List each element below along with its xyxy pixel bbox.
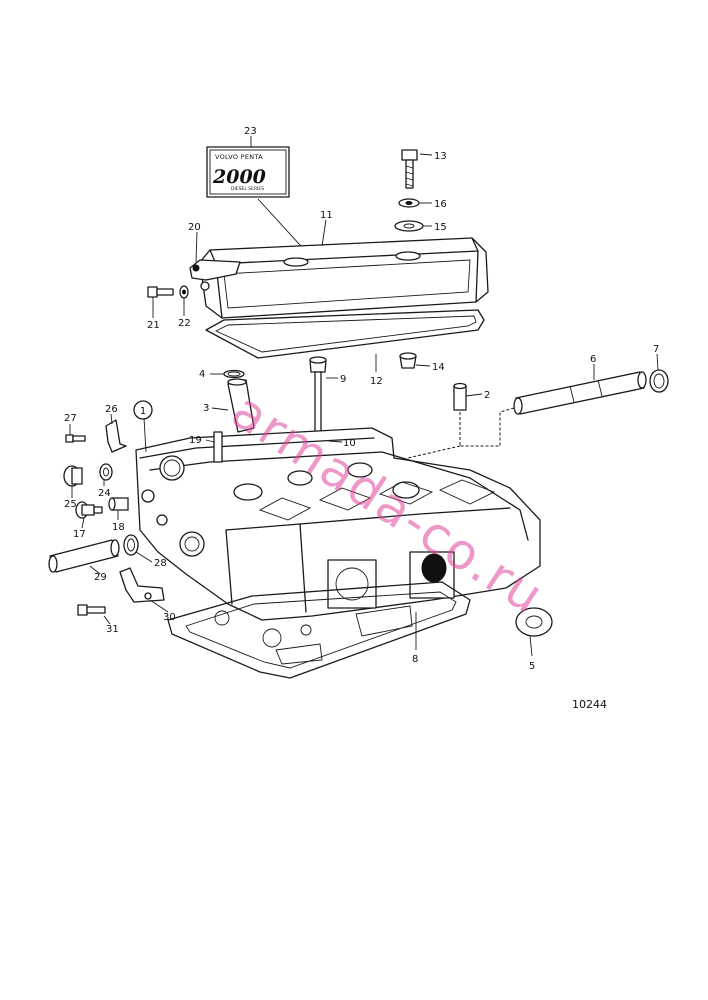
washer-16 xyxy=(398,198,420,208)
bracket-30 xyxy=(119,567,165,603)
callout-22: 22 xyxy=(178,318,191,329)
callout-25: 25 xyxy=(64,499,77,510)
callout-10: 10 xyxy=(343,438,356,449)
sensor-17 xyxy=(75,501,103,519)
sleeve-14 xyxy=(399,352,417,369)
tube-6 xyxy=(513,371,647,415)
badge-line3: DIESEL SERIES xyxy=(231,186,264,192)
head-gasket xyxy=(167,581,471,679)
callout-29: 29 xyxy=(94,572,107,583)
callout-5: 5 xyxy=(529,661,535,672)
pin-19 xyxy=(213,431,223,463)
dowel-2 xyxy=(453,382,467,411)
plug-5 xyxy=(515,607,553,637)
callout-20: 20 xyxy=(188,222,201,233)
callout-19: 19 xyxy=(189,435,202,446)
cylinder-head xyxy=(135,427,541,621)
callout-28: 28 xyxy=(154,558,167,569)
callout-4: 4 xyxy=(199,369,205,380)
bolt-31 xyxy=(77,604,106,616)
callout-30: 30 xyxy=(163,612,176,623)
figure-number: 10244 xyxy=(572,698,607,711)
callout-17: 17 xyxy=(73,529,86,540)
callout-31: 31 xyxy=(106,624,119,635)
callout-11: 11 xyxy=(320,210,333,221)
badge-plate: VOLVO PENTA 2000 DIESEL SERIES xyxy=(206,146,290,198)
callout-16: 16 xyxy=(434,199,447,210)
callout-13: 13 xyxy=(434,151,447,162)
o-ring-4 xyxy=(223,369,245,379)
dashed-assembly-line xyxy=(407,407,515,459)
callout-15: 15 xyxy=(434,222,447,233)
seal-ring-7 xyxy=(649,369,669,393)
callout-18: 18 xyxy=(112,522,125,533)
bolt-27 xyxy=(65,434,86,443)
callout-9: 9 xyxy=(340,374,346,385)
tube-29 xyxy=(48,539,120,573)
callout-labels: 1 2 3 4 5 6 7 8 9 10 11 12 13 14 15 16 1… xyxy=(64,126,659,672)
bolt-21 xyxy=(147,286,174,298)
callout-26: 26 xyxy=(105,404,118,415)
callout-24: 24 xyxy=(98,488,111,499)
washer-15 xyxy=(394,220,424,232)
callout-12: 12 xyxy=(370,376,383,387)
callout-8: 8 xyxy=(412,654,418,665)
badge-line2: 2000 xyxy=(212,166,266,188)
washer-24 xyxy=(99,463,113,481)
callout-23: 23 xyxy=(244,126,257,137)
callout-1: 1 xyxy=(140,406,146,417)
callout-2: 2 xyxy=(484,390,490,401)
valve-cover xyxy=(189,237,489,319)
callout-27: 27 xyxy=(64,413,77,424)
callout-14: 14 xyxy=(432,362,445,373)
badge-line1: VOLVO PENTA xyxy=(215,153,263,161)
callout-3: 3 xyxy=(203,403,209,414)
clip-26 xyxy=(105,419,127,453)
washer-22 xyxy=(179,285,189,299)
cover-bolt xyxy=(401,149,418,189)
callout-21: 21 xyxy=(147,320,160,331)
cover-gasket xyxy=(205,309,485,359)
seal-ring-28 xyxy=(123,534,139,556)
callout-7: 7 xyxy=(653,344,659,355)
plug-25 xyxy=(63,465,83,487)
fitting-18 xyxy=(108,497,129,511)
leader-lines xyxy=(69,153,659,657)
injector-sleeve-3 xyxy=(227,378,255,433)
callout-1-circle xyxy=(133,400,153,420)
callout-6: 6 xyxy=(590,354,596,365)
